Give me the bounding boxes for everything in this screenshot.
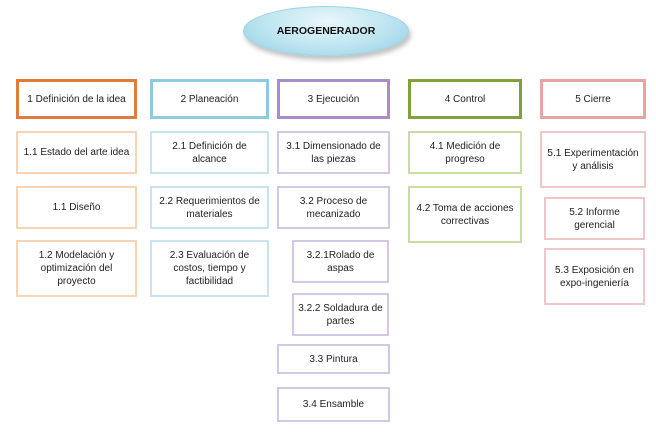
root-node: AEROGENERADOR — [243, 6, 409, 56]
column-1-item-2: 1.1 Diseño — [16, 186, 137, 229]
column-3-header: 3 Ejecución — [277, 79, 390, 119]
column-4-item-2: 4.2 Toma de acciones correctivas — [408, 186, 522, 243]
column-2-item-3: 2.3 Evaluación de costos, tiempo y facti… — [150, 240, 269, 297]
column-2-item-2: 2.2 Requerimientos de materiales — [150, 186, 269, 229]
column-4-item-1: 4.1 Medición de progreso — [408, 131, 522, 174]
column-3-item-1: 3.1 Dimensionado de las piezas — [277, 131, 390, 174]
column-3-item-5: 3.3 Pintura — [277, 344, 390, 374]
column-3-item-6: 3.4 Ensamble — [277, 387, 390, 422]
column-1-header: 1 Definición de la idea — [16, 79, 137, 119]
column-1-item-1: 1.1 Estado del arte idea — [16, 131, 137, 174]
column-5-item-3: 5.3 Exposición en expo-ingeniería — [544, 248, 645, 305]
column-5-item-2: 5.2 Informe gerencial — [544, 197, 645, 240]
column-5-item-1: 5.1 Experimentación y análisis — [540, 131, 646, 188]
column-3-item-4: 3.2.2 Soldadura de partes — [292, 293, 389, 336]
column-1-item-3: 1.2 Modelación y optimización del proyec… — [16, 240, 137, 297]
column-2-item-1: 2.1 Definición de alcance — [150, 131, 269, 174]
column-3-item-2: 3.2 Proceso de mecanizado — [277, 186, 390, 229]
column-2-header: 2 Planeación — [150, 79, 269, 119]
column-5-header: 5 Cierre — [540, 79, 646, 119]
column-3-item-3: 3.2.1Rolado de aspas — [292, 240, 389, 283]
column-4-header: 4 Control — [408, 79, 522, 119]
